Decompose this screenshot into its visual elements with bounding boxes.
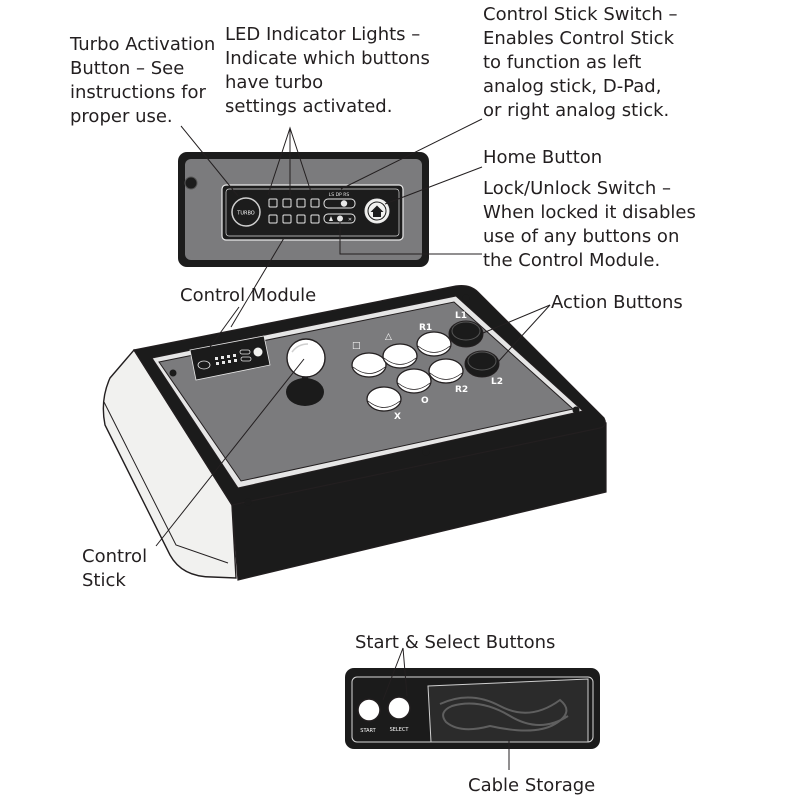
cross-button [366,386,402,412]
select-label: SELECT [390,727,410,733]
circle-button [396,368,432,394]
led-indicator-lights [268,198,320,224]
coiled-cable [439,696,569,732]
r2-label: R2 [455,385,468,395]
r1-button [416,331,452,357]
stick-end-cap [102,348,237,579]
panel-screws [169,294,580,506]
control-stick-switch-knob [340,200,348,207]
turbo-activation-callout: Turbo Activation Button – See instructio… [70,34,216,127]
lock-unlock-switch-callout: Lock/Unlock Switch – When locked it disa… [483,178,696,271]
home-button-callout: Home Button [483,147,603,168]
switch-tick-labels: LS DP RS [329,192,350,198]
l2-button [464,350,500,378]
joystick [286,338,326,406]
start-button [357,698,381,722]
module-screw [184,176,198,190]
action-button-layout: □ △ R1 L1 X O R2 L2 [351,311,503,422]
triangle-label: △ [385,332,392,342]
back-panel: START SELECT [345,668,600,749]
triangle-button [382,343,418,369]
control-stick-callout: Control Stick [82,546,148,591]
module-inner-panel [221,184,404,241]
r1-label: R1 [419,323,432,333]
select-button [387,696,411,720]
joystick-ball [286,338,326,378]
l2-label: L2 [491,377,503,387]
home-icon [370,205,384,217]
r2-button [428,358,464,384]
start-label: START [360,728,376,734]
circle-label: O [421,396,429,406]
square-button [351,352,387,378]
turbo-button-text: TURBO [236,211,255,217]
square-label: □ [352,341,361,351]
l1-label: L1 [455,311,467,321]
control-stick-switch-callout: Control Stick Switch – Enables Control S… [483,4,678,121]
svg-text:✕: ✕ [348,217,352,223]
control-module-closeup: TURBO LS DP RS ✕ [178,152,429,267]
control-module-callout: Control Module [180,285,317,306]
turbo-button [231,197,261,227]
cross-label: X [394,412,401,422]
action-buttons-callout: Action Buttons [551,292,683,313]
leader-lines [155,118,551,770]
start-select-callout: Start & Select Buttons [355,632,556,653]
arcade-stick-body [102,285,607,581]
l1-button [448,320,484,348]
led-indicator-callout: LED Indicator Lights – Indicate which bu… [225,24,430,117]
cable-storage-callout: Cable Storage [468,775,596,796]
control-stick-switch [323,198,356,209]
